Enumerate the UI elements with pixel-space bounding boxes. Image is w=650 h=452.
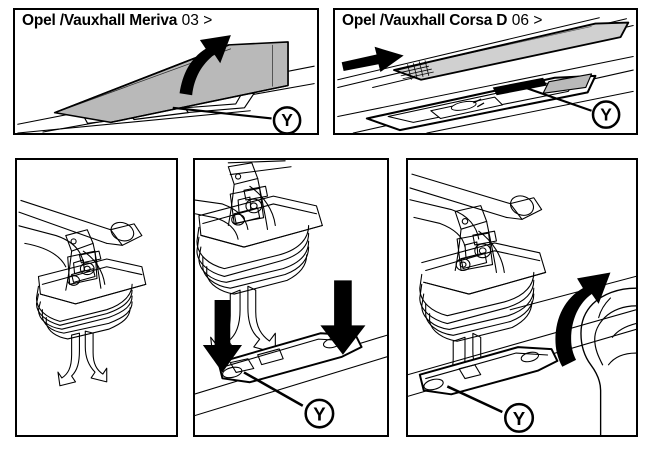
crossbar-end-cap xyxy=(110,223,143,246)
panel-meriva: Opel /Vauxhall Meriva 03 > xyxy=(13,8,319,135)
fixing-point-hole xyxy=(450,100,477,111)
hand-thumb xyxy=(594,305,636,366)
panel-corsa-title: Opel /Vauxhall Corsa D 06 > xyxy=(342,13,542,29)
panel-corsa: Opel /Vauxhall Corsa D 06 > xyxy=(333,8,638,135)
mount-plate-hole xyxy=(423,378,444,391)
rail-cover-sliding xyxy=(393,21,630,81)
tower-top-plate xyxy=(227,162,259,185)
tower-screw xyxy=(461,218,469,225)
panel-meriva-title-model: Opel /Vauxhall Meriva xyxy=(22,12,178,29)
mechanism-arc xyxy=(249,185,276,227)
panel-meriva-artwork: Y xyxy=(17,35,315,133)
panel-meriva-title-year: 03 > xyxy=(181,12,213,29)
arrow-slide-right-icon xyxy=(341,46,404,72)
callout-leader-line xyxy=(172,106,272,120)
clamp-hook-right xyxy=(247,285,276,354)
crossbar-lower-edge xyxy=(18,211,108,244)
crossbar-edge xyxy=(227,160,286,164)
crossbar-endcap-ellipse xyxy=(509,195,535,216)
hand-outline xyxy=(580,287,636,435)
crossbar-endcap-ellipse xyxy=(110,221,135,242)
panel-step-3: Y xyxy=(406,158,638,437)
callout-y-label: Y xyxy=(281,110,293,130)
hand-finger-crease-3 xyxy=(607,352,636,366)
fixing-point-slot xyxy=(492,77,547,96)
panel-step-1 xyxy=(15,158,178,437)
tower-screw xyxy=(235,173,242,180)
cover-grip-hatching xyxy=(397,60,434,80)
arrow-rotate-icon xyxy=(555,272,611,367)
foot-shell-body xyxy=(35,283,133,322)
mechanism-housing xyxy=(456,232,494,272)
mount-plate-slot xyxy=(458,364,482,380)
clamp-bolt-2 xyxy=(455,258,471,272)
roof-line-3 xyxy=(509,275,636,311)
callout-y-marker: Y xyxy=(591,100,621,129)
arrow-lift-up-icon xyxy=(179,35,231,96)
tower-top-plate xyxy=(454,205,488,230)
panel-step-1-artwork xyxy=(18,199,147,387)
clamp-hook-left xyxy=(57,332,80,387)
rail-cover-lifted xyxy=(53,41,289,124)
channel-end-cap xyxy=(542,73,593,94)
panel-corsa-artwork: Y xyxy=(337,17,634,133)
tower-screw xyxy=(70,238,77,245)
tower-top-plate xyxy=(65,229,94,252)
panel-step-2-artwork: Y xyxy=(195,160,387,429)
arrow-down-left-icon xyxy=(202,299,243,373)
crossbar-lower-edge xyxy=(409,187,507,218)
callout-leader-line xyxy=(521,85,592,112)
callout-y-marker: Y xyxy=(304,398,335,429)
crossbar-top-edge xyxy=(20,199,112,231)
crossbar-top-edge xyxy=(411,173,511,205)
mechanism-arc xyxy=(478,230,505,273)
callout-y-marker: Y xyxy=(272,106,302,133)
mount-plate-slot xyxy=(229,358,255,373)
panel-meriva-title: Opel /Vauxhall Meriva 03 > xyxy=(22,13,212,29)
roof-line-1 xyxy=(408,309,636,376)
callout-y-marker: Y xyxy=(504,402,535,433)
mount-plate-hole-2 xyxy=(520,351,540,363)
arrow-down-right-icon xyxy=(320,280,366,355)
mount-plate-hole xyxy=(222,366,243,379)
clamp-bolt xyxy=(474,243,492,259)
panel-corsa-title-year: 06 > xyxy=(511,12,543,29)
foot-shell-body xyxy=(419,271,535,317)
mechanism-housing xyxy=(229,187,265,225)
callout-y-label: Y xyxy=(513,408,526,429)
roof-lower-line-1 xyxy=(337,55,634,118)
roof-line-2 xyxy=(195,356,387,417)
clamp-hook-right xyxy=(84,330,108,383)
clamp-bolt xyxy=(79,262,95,276)
panel-corsa-title-model: Opel /Vauxhall Corsa D xyxy=(342,12,508,29)
panel-step-2: Y xyxy=(193,158,389,437)
hand-finger-crease-1 xyxy=(611,323,636,338)
callout-y-label: Y xyxy=(313,403,326,424)
callout-leader-line xyxy=(446,385,503,414)
hand-finger-crease-2 xyxy=(598,297,611,319)
fairing-curve xyxy=(18,225,84,264)
callout-leader-line xyxy=(243,371,304,407)
panel-step-3-artwork: Y xyxy=(408,173,636,435)
crossbar-end-cap xyxy=(509,197,543,220)
roof-lower-line-3 xyxy=(426,90,634,133)
foot-shell-body xyxy=(196,224,310,270)
mechanism-arc xyxy=(82,250,106,285)
clamp-bolt xyxy=(245,198,263,214)
callout-y-label: Y xyxy=(600,104,612,124)
